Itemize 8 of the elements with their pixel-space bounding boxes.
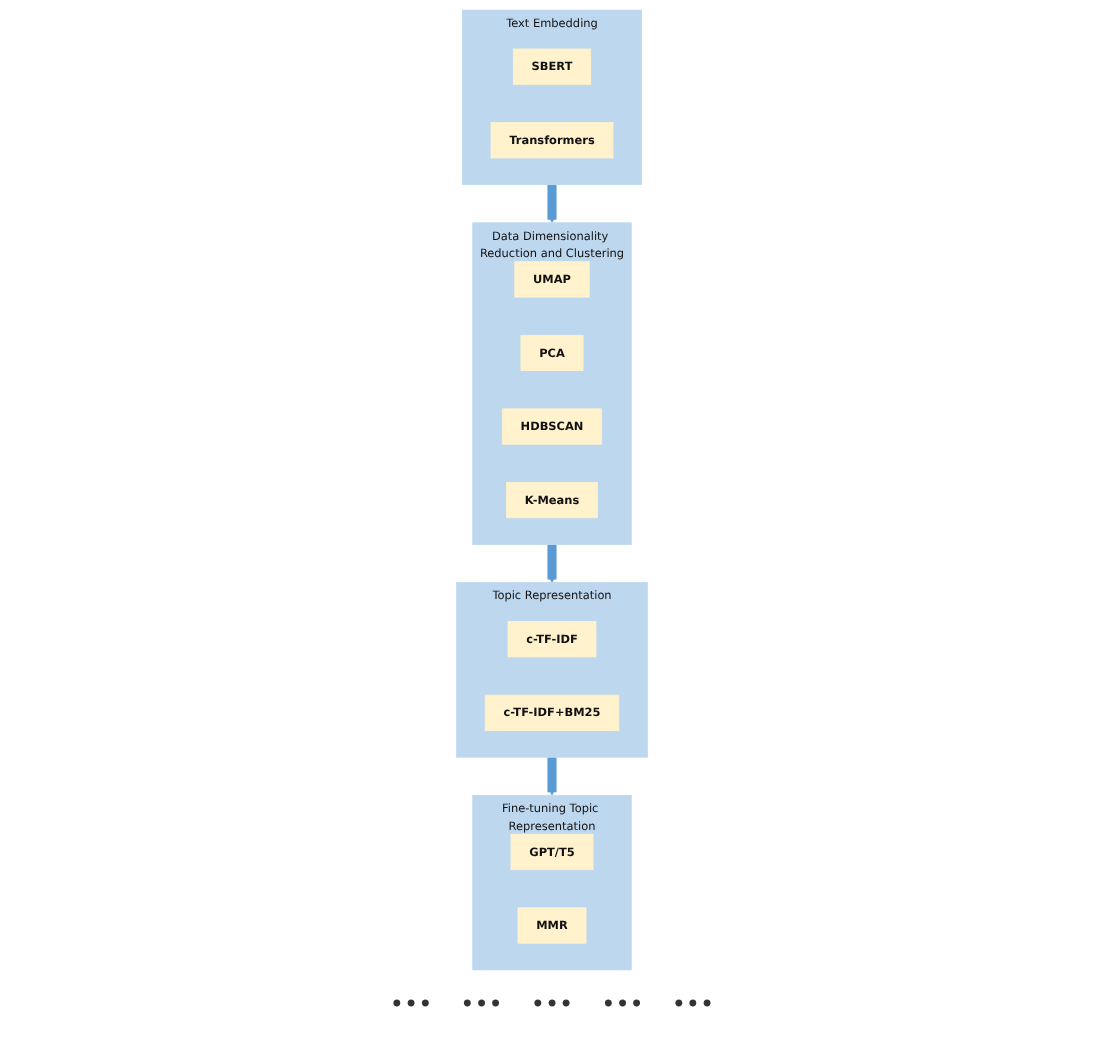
ellipsis: ••• bbox=[671, 990, 715, 1018]
ellipsis: ••• bbox=[460, 990, 503, 1018]
ellipsis: ••• bbox=[601, 990, 644, 1018]
ellipsis: ••• bbox=[530, 990, 574, 1018]
arrow bbox=[547, 755, 557, 796]
arrow bbox=[547, 543, 557, 583]
arrow bbox=[547, 183, 557, 224]
ellipsis: ••• bbox=[389, 990, 433, 1018]
